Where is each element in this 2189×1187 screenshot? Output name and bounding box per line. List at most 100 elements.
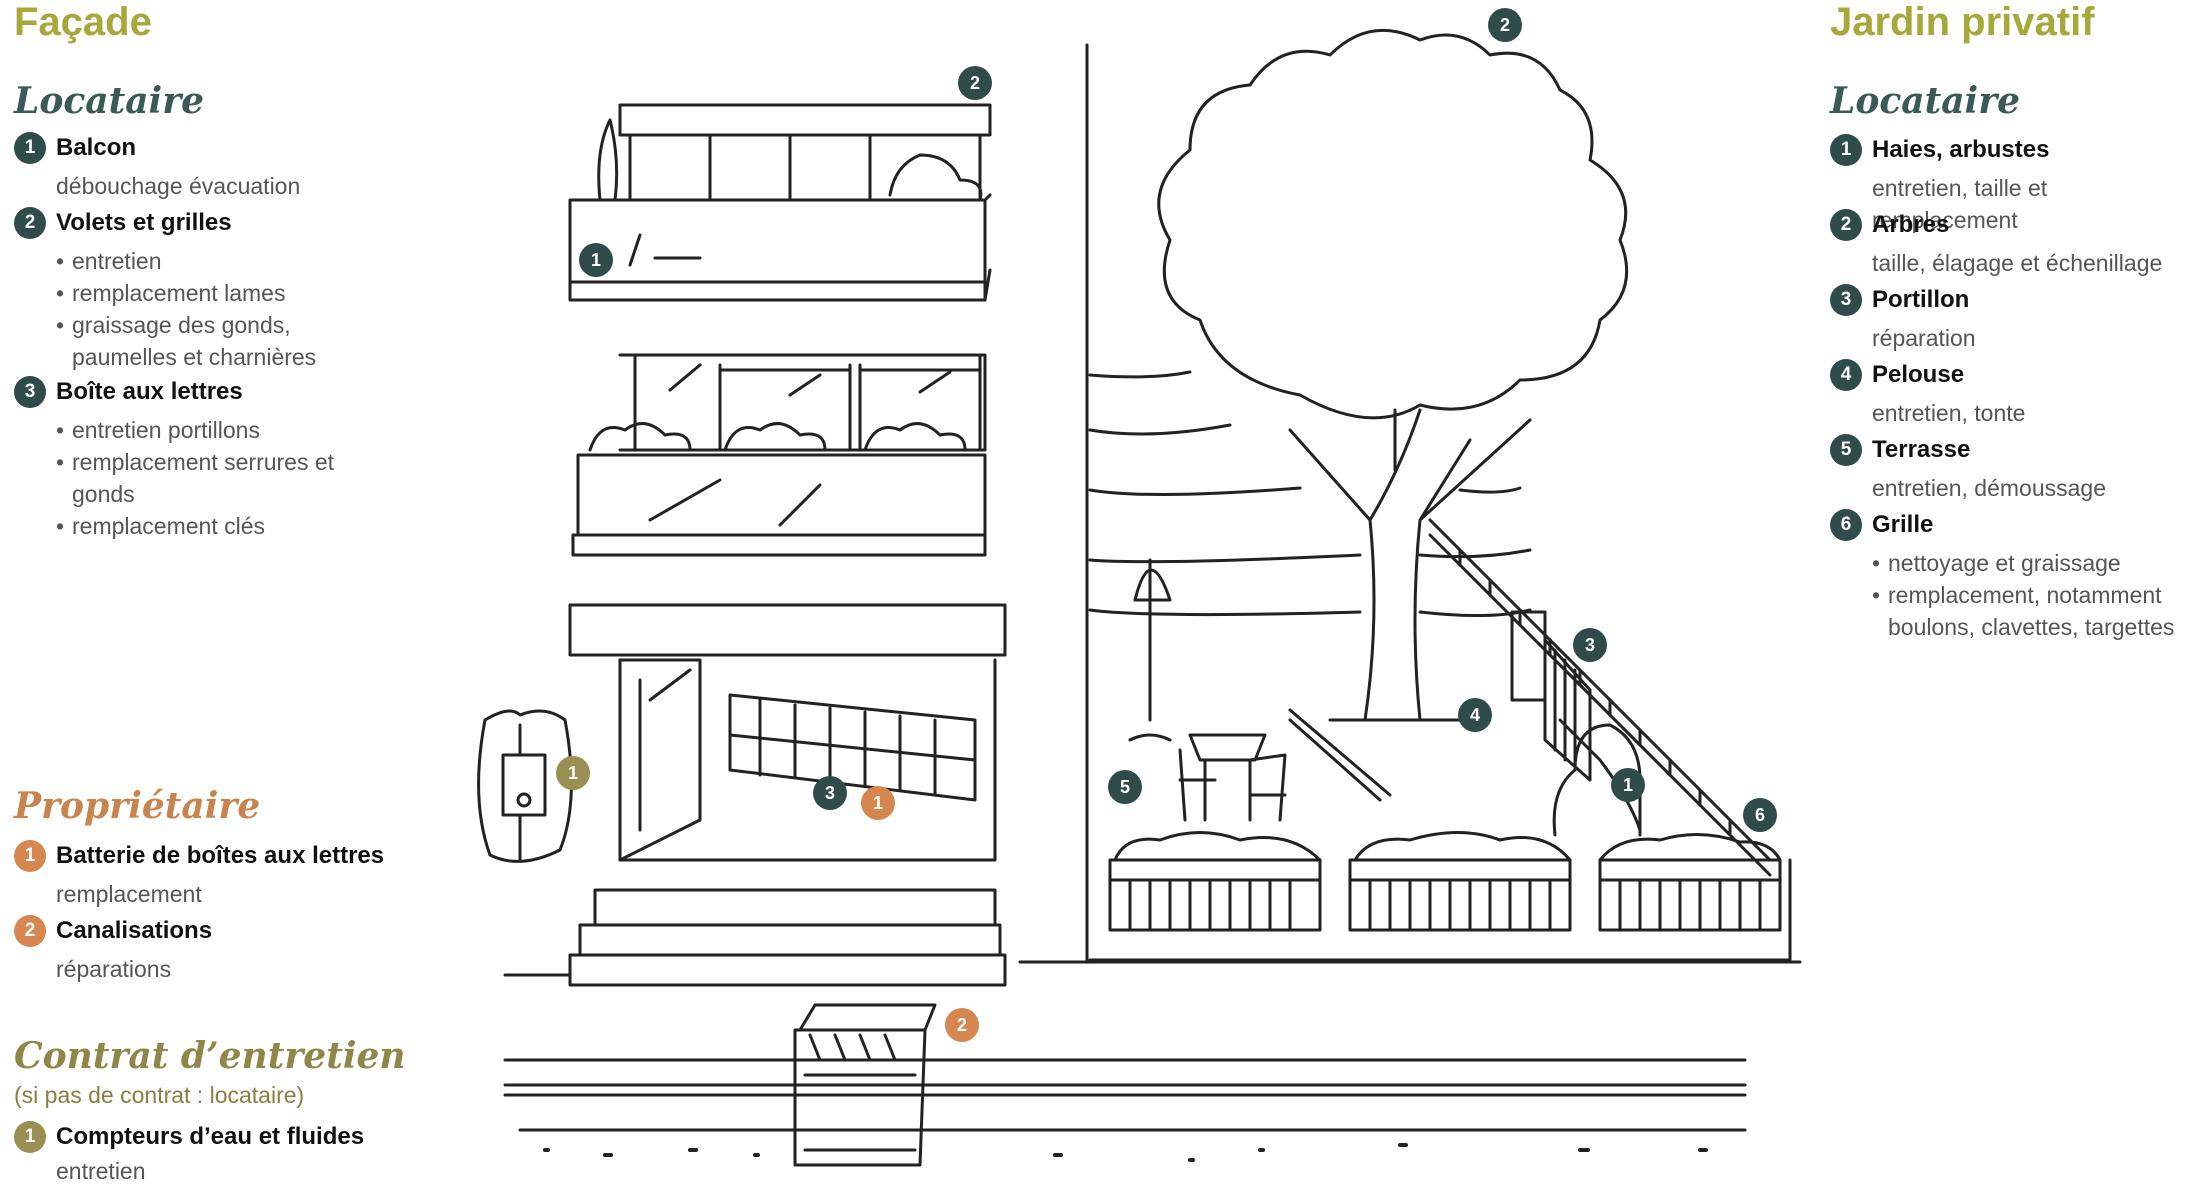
legend-desc: entretien [56, 1158, 146, 1184]
number-badge: 1 [14, 840, 46, 872]
marker-mailbox-owner-label: 1 [873, 793, 883, 813]
legend-desc: réparation [1872, 325, 1976, 351]
legend-bullet: graissage des gonds, paumelles et charni… [56, 309, 356, 373]
marker-pipes-label: 2 [957, 1015, 967, 1035]
marker-fence [1743, 798, 1777, 832]
number-badge: 6 [1830, 509, 1862, 541]
marker-balcony-label: 1 [591, 250, 601, 270]
marker-pipes [945, 1008, 979, 1042]
number-badge: 2 [1830, 209, 1862, 241]
pipe-channel [503, 1003, 1747, 1167]
legend-label: Batterie de boîtes aux lettres [56, 842, 385, 869]
facade-locataire-title: Locataire [14, 80, 205, 122]
proprietaire-title: Propriétaire [14, 785, 261, 827]
marker-gate-label: 3 [1585, 635, 1595, 655]
legend-desc: réparations [56, 956, 172, 982]
legend-portillon: 3 Portillon réparation [1830, 284, 1976, 354]
legend-label: Balcon [56, 134, 137, 161]
legend-terrasse: 5 Terrasse entretien, démoussage [1830, 434, 2106, 504]
marker-shutters [958, 66, 992, 100]
marker-meter [556, 756, 590, 790]
marker-lawn-label: 4 [1470, 705, 1480, 725]
number-badge: 3 [14, 376, 46, 408]
ground-texture [543, 1143, 1708, 1162]
marker-mailbox-owner [861, 786, 895, 820]
legend-bullet: entretien portillons [56, 414, 356, 446]
legend-label: Volets et grilles [56, 209, 232, 236]
facade-heading: Façade [14, 0, 152, 44]
marker-meter-label: 1 [568, 763, 578, 783]
number-badge: 1 [14, 1121, 46, 1153]
legend-label: Grille [1872, 511, 1934, 538]
marker-balcony [579, 243, 613, 277]
front-fence [1088, 831, 1792, 962]
middle-balcony [571, 353, 987, 557]
lawn-bush [1552, 723, 1642, 837]
legend-desc: entretien, tonte [1872, 400, 2026, 426]
legend-label: Boîte aux lettres [56, 378, 243, 405]
number-badge: 1 [14, 132, 46, 164]
marker-hedge-label: 1 [1623, 775, 1633, 795]
legend-label: Haies, arbustes [1872, 136, 2050, 163]
marker-gate [1573, 628, 1607, 662]
marker-tree [1488, 8, 1522, 42]
legend-bullet: remplacement, notamment boulons, clavett… [1872, 579, 2189, 643]
tree [1157, 28, 1629, 722]
legend-label: Portillon [1872, 286, 1970, 313]
marker-fence-label: 6 [1755, 805, 1765, 825]
upper-balcony [568, 103, 992, 302]
legend-label: Arbres [1872, 211, 1950, 238]
marker-terrace-label: 5 [1120, 777, 1130, 797]
marker-mailbox-tenant [813, 776, 847, 810]
marker-hedge [1611, 768, 1645, 802]
number-badge: 5 [1830, 434, 1862, 466]
number-badge: 3 [1830, 284, 1862, 316]
marker-shutters-label: 2 [970, 73, 980, 93]
legend-arbres: 2 Arbres taille, élagage et échenillage [1830, 209, 2162, 279]
legend-label: Terrasse [1872, 436, 1971, 463]
number-badge: 1 [1830, 134, 1862, 166]
number-badge: 2 [14, 915, 46, 947]
jardin-locataire-title: Locataire [1830, 80, 2021, 122]
legend-label: Compteurs d’eau et fluides [56, 1123, 365, 1150]
legend-desc: taille, élagage et échenillage [1872, 250, 2163, 276]
terrace-furniture [1128, 558, 1392, 822]
marker-lawn [1458, 698, 1492, 732]
entrance [568, 603, 1007, 862]
legend-canalisations: 2 Canalisations réparations [14, 915, 212, 985]
diagonal-fence [1428, 518, 1772, 877]
legend-desc: entretien, démoussage [1872, 475, 2106, 501]
illustration-markers: 1 2 3 1 1 2 2 3 4 5 1 6 [556, 8, 1777, 1042]
legend-haies: 1 Haies, arbustes entretien, taille et re… [1830, 134, 2189, 236]
legend-desc: débouchage évacuation [56, 173, 301, 199]
water-meter [477, 709, 573, 863]
gate [1510, 610, 1592, 782]
legend-pelouse: 4 Pelouse entretien, tonte [1830, 359, 2025, 429]
contrat-subtitle: (si pas de contrat : locataire) [14, 1082, 305, 1108]
marker-terrace [1108, 770, 1142, 804]
legend-bullet: remplacement lames [56, 277, 356, 309]
legend-desc: entretien, taille et remplacement [1872, 175, 2048, 233]
entrance-steps [503, 888, 1007, 987]
contrat-title: Contrat d’entretien [14, 1035, 406, 1077]
number-badge: 4 [1830, 359, 1862, 391]
number-badge: 2 [14, 207, 46, 239]
legend-desc: remplacement [56, 881, 202, 907]
marker-tree-label: 2 [1500, 15, 1510, 35]
hedges [1088, 370, 1642, 832]
marker-mailbox-tenant-label: 3 [825, 783, 835, 803]
legend-label: Canalisations [56, 917, 213, 944]
jardin-heading: Jardin privatif [1830, 0, 2095, 44]
legend-balcon: 1 Balcon débouchage évacuation [14, 132, 300, 202]
legend-batterie-boites: 1 Batterie de boîtes aux lettres remplace… [14, 840, 384, 910]
legend-bullet: remplacement serrures et gonds [56, 446, 356, 510]
legend-bullet: remplacement clés [56, 510, 356, 542]
legend-volets: 2 Volets et grilles entretien remplacemen… [14, 207, 356, 373]
legend-compteurs: 1 Compteurs d’eau et fluides entretien [14, 1121, 364, 1187]
legend-label: Pelouse [1872, 361, 1965, 388]
mailbox-battery [728, 693, 977, 802]
legend-bullet: entretien [56, 245, 356, 277]
